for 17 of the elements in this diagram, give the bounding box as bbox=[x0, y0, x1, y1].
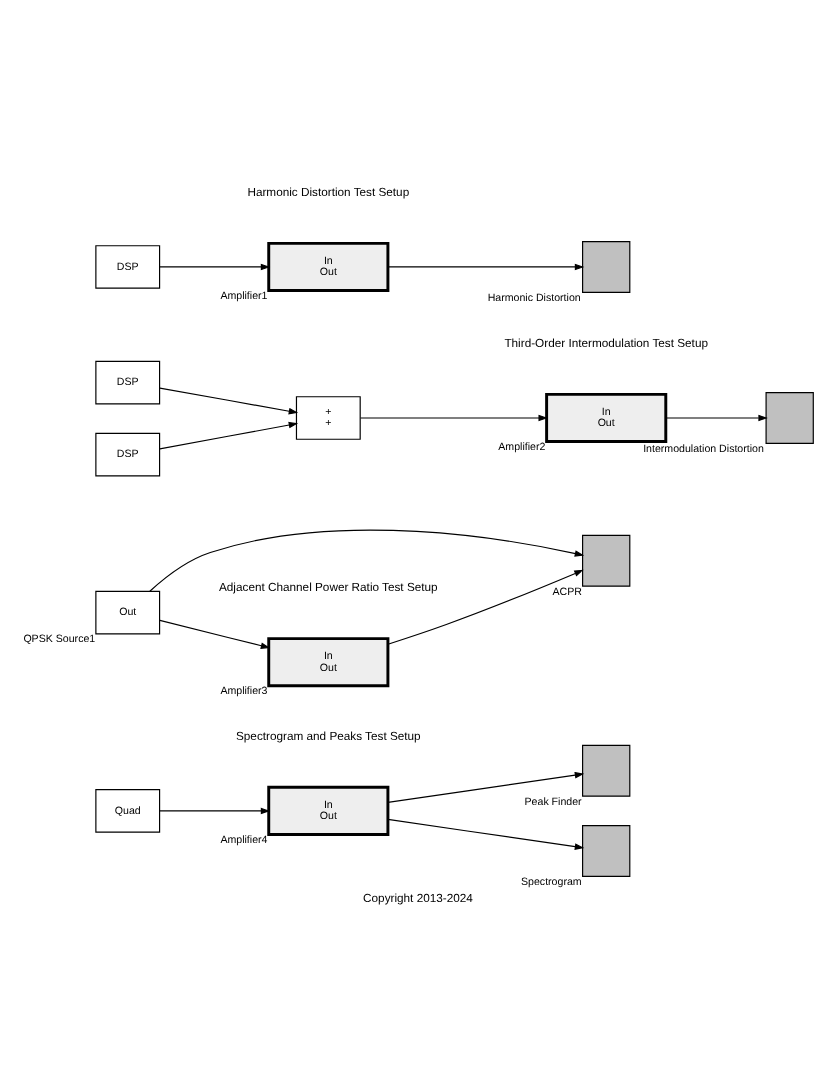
arrow bbox=[158, 263, 270, 271]
node-box bbox=[581, 744, 630, 797]
arrow bbox=[158, 421, 298, 450]
arrow bbox=[158, 807, 270, 815]
node-box bbox=[581, 534, 630, 587]
arrow bbox=[158, 387, 298, 415]
node-box bbox=[581, 241, 630, 293]
node-box bbox=[581, 825, 630, 877]
arrow bbox=[386, 818, 584, 850]
arrow bbox=[148, 529, 584, 592]
arrow bbox=[386, 569, 583, 645]
arrow bbox=[386, 771, 584, 803]
arrow bbox=[386, 263, 584, 271]
arrow bbox=[158, 619, 270, 649]
arrow bbox=[664, 414, 767, 422]
node-box bbox=[764, 392, 813, 444]
arrow bbox=[359, 414, 547, 422]
